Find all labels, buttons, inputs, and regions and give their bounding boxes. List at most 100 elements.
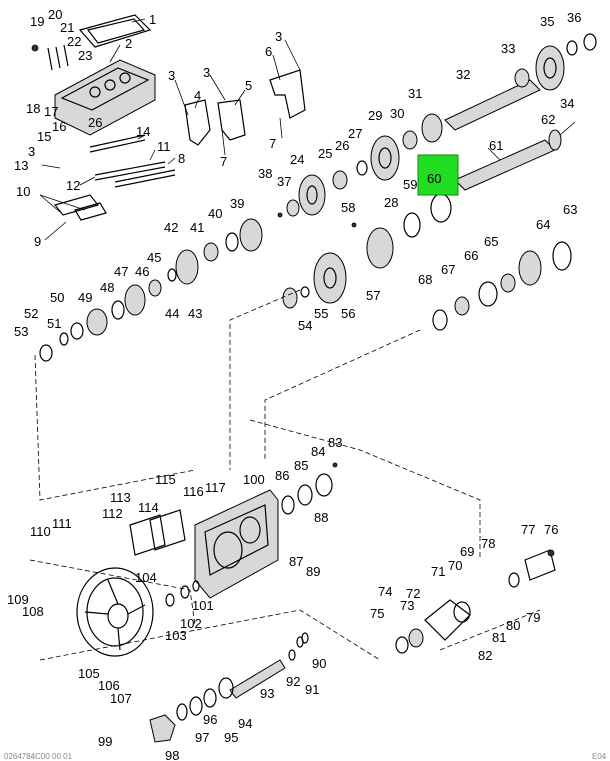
callout-25: 25 — [318, 146, 332, 161]
callout-10: 10 — [16, 184, 30, 199]
callout-78: 78 — [481, 536, 495, 551]
callout-9: 9 — [34, 234, 41, 249]
callout-32: 32 — [456, 67, 470, 82]
callout-98: 98 — [165, 748, 179, 761]
callout-2: 2 — [125, 36, 132, 51]
callout-83: 83 — [328, 435, 342, 450]
callout-74: 74 — [378, 584, 392, 599]
callout-36: 36 — [567, 10, 581, 25]
callout-113: 113 — [110, 490, 131, 505]
callout-1: 1 — [149, 12, 156, 27]
callout-106: 106 — [98, 678, 120, 693]
callout-20: 20 — [48, 7, 62, 22]
callout-26b: 26 — [335, 138, 349, 153]
callout-80: 80 — [506, 618, 520, 633]
callout-21: 21 — [60, 20, 74, 35]
callout-68: 68 — [418, 272, 432, 287]
callout-55: 55 — [314, 306, 328, 321]
callout-72: 72 — [406, 586, 420, 601]
callout-8: 8 — [178, 151, 185, 166]
callout-30: 30 — [390, 106, 404, 121]
callout-labels: 1 2 3 4 5 6 7 8 9 10 11 12 13 14 15 16 1… — [7, 7, 581, 761]
callout-49: 49 — [78, 290, 92, 305]
callout-43: 43 — [188, 306, 202, 321]
highlight-box — [417, 154, 459, 196]
callout-5: 5 — [245, 78, 252, 93]
callout-7: 7 — [269, 136, 276, 151]
callout-51: 51 — [47, 316, 61, 331]
callout-35: 35 — [540, 14, 554, 29]
callout-79: 79 — [526, 610, 540, 625]
callout-39: 39 — [230, 196, 244, 211]
callout-12: 12 — [66, 178, 80, 193]
callout-4: 4 — [194, 88, 201, 103]
callout-28: 28 — [384, 195, 398, 210]
callout-114: 114 — [138, 500, 159, 515]
callout-73: 73 — [400, 598, 414, 613]
callout-70: 70 — [448, 558, 462, 573]
callout-104: 104 — [135, 570, 157, 585]
callout-18: 18 — [26, 101, 40, 116]
callout-33: 33 — [501, 41, 515, 56]
callout-7-b: 7 — [220, 154, 227, 169]
callout-76: 76 — [544, 522, 558, 537]
part-drawings — [29, 14, 597, 743]
callout-53: 53 — [14, 324, 28, 339]
callout-103: 103 — [165, 628, 187, 643]
callout-29: 29 — [368, 108, 382, 123]
callout-48: 48 — [100, 280, 114, 295]
callout-91: 91 — [305, 682, 319, 697]
callout-24: 24 — [290, 152, 304, 167]
callout-15: 15 — [37, 129, 51, 144]
callout-95: 95 — [224, 730, 238, 745]
callout-111: 111 — [52, 516, 72, 531]
callout-117: 117 — [205, 480, 226, 495]
callout-67: 67 — [441, 262, 455, 277]
callout-58: 58 — [341, 200, 355, 215]
callout-105: 105 — [78, 666, 100, 681]
callout-54: 54 — [298, 318, 312, 333]
callout-102: 102 — [180, 616, 202, 631]
callout-64: 64 — [536, 217, 550, 232]
callout-52: 52 — [24, 306, 38, 321]
callout-42: 42 — [164, 220, 178, 235]
callout-3-c: 3 — [203, 65, 210, 80]
callout-56: 56 — [341, 306, 355, 321]
callout-31: 31 — [408, 86, 422, 101]
callout-44: 44 — [165, 306, 179, 321]
callout-37: 37 — [277, 174, 291, 189]
callout-6: 6 — [265, 44, 272, 59]
callout-62: 62 — [541, 112, 555, 127]
callout-60: 60 — [427, 171, 441, 186]
callout-50: 50 — [50, 290, 64, 305]
callout-16: 16 — [52, 119, 66, 134]
callout-92: 92 — [286, 674, 300, 689]
callout-3: 3 — [275, 29, 282, 44]
callout-112: 112 — [102, 506, 123, 521]
callout-13: 13 — [14, 158, 28, 173]
callout-116: 116 — [183, 484, 204, 499]
callout-100: 100 — [243, 472, 265, 487]
callout-45: 45 — [147, 250, 161, 265]
callout-97: 97 — [195, 730, 209, 745]
callout-71: 71 — [431, 564, 445, 579]
callout-93: 93 — [260, 686, 274, 701]
callout-26: 26 — [88, 115, 102, 130]
callout-94: 94 — [238, 716, 252, 731]
callout-3-b: 3 — [168, 68, 175, 83]
callout-96: 96 — [203, 712, 217, 727]
callout-61: 61 — [489, 138, 503, 153]
callout-65: 65 — [484, 234, 498, 249]
callout-77: 77 — [521, 522, 535, 537]
callout-81: 81 — [492, 630, 506, 645]
callout-88: 88 — [314, 510, 328, 525]
leader-lines — [39, 18, 576, 241]
callout-109: 109 — [7, 592, 29, 607]
callout-22: 22 — [67, 34, 81, 49]
callout-63: 63 — [563, 202, 577, 217]
callout-46: 46 — [135, 264, 149, 279]
callout-38: 38 — [258, 166, 272, 181]
callout-87: 87 — [289, 554, 303, 569]
callout-82: 82 — [478, 648, 492, 663]
